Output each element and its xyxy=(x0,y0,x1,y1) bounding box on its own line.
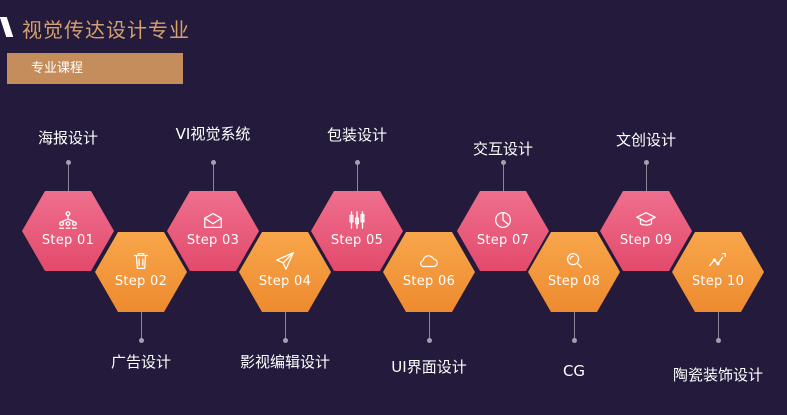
step-label: 广告设计 xyxy=(110,353,172,371)
step-label: VI视觉系统 xyxy=(175,125,251,143)
tab-label: 专业课程 xyxy=(31,61,84,76)
step-hexagon-5[interactable]: Step 05 xyxy=(311,191,403,271)
step-connector-dot xyxy=(501,160,506,165)
hexagon-shape xyxy=(528,232,620,312)
step-connector-line xyxy=(141,308,142,340)
step-connector-line xyxy=(646,162,647,195)
step-connector-line xyxy=(213,162,214,195)
step-connector-dot xyxy=(572,338,577,343)
search-icon xyxy=(566,253,582,269)
step-connector-line xyxy=(574,308,575,340)
graduation-cap-icon xyxy=(636,212,656,226)
step-label: CG xyxy=(562,362,586,380)
pie-chart-icon xyxy=(495,212,511,228)
trash-icon xyxy=(133,253,149,269)
step-label: 陶瓷装饰设计 xyxy=(672,366,764,384)
step-number: Step 10 xyxy=(691,274,745,289)
step-hexagon-9[interactable]: Step 09 xyxy=(600,191,692,271)
step-connector-line xyxy=(429,308,430,340)
paper-plane-icon xyxy=(276,252,294,270)
step-number: Step 08 xyxy=(547,274,601,289)
page-title: 视觉传达设计专业 xyxy=(22,18,190,42)
hexagon-shape xyxy=(672,232,764,312)
step-connector-line xyxy=(357,162,358,195)
step-label: 影视编辑设计 xyxy=(239,353,331,371)
step-hexagon-7[interactable]: Step 07 xyxy=(457,191,549,271)
step-hexagon-4[interactable]: Step 04 xyxy=(239,232,331,312)
cloud-icon xyxy=(420,255,438,268)
step-hexagon-1[interactable]: Step 01 xyxy=(22,191,114,271)
step-hexagon-10[interactable]: Step 10 xyxy=(672,232,764,312)
mail-open-icon xyxy=(204,212,222,228)
step-connector-line xyxy=(503,162,504,195)
step-number: Step 04 xyxy=(258,274,312,289)
step-number: Step 09 xyxy=(619,233,673,248)
step-connector-dot xyxy=(139,338,144,343)
step-label: 海报设计 xyxy=(37,129,99,147)
candlestick-chart-icon xyxy=(349,211,365,229)
trend-line-icon xyxy=(709,253,726,267)
step-connector-dot xyxy=(283,338,288,343)
step-label: 文创设计 xyxy=(615,131,677,149)
step-label: 包装设计 xyxy=(326,126,388,144)
step-connector-dot xyxy=(211,160,216,165)
step-connector-dot xyxy=(427,338,432,343)
step-number: Step 03 xyxy=(186,233,240,248)
step-hexagon-2[interactable]: Step 02 xyxy=(95,232,187,312)
step-number: Step 01 xyxy=(41,233,95,248)
step-label: 交互设计 xyxy=(472,140,534,158)
step-connector-line xyxy=(718,308,719,340)
hexagon-shape xyxy=(311,191,403,271)
step-number: Step 02 xyxy=(114,274,168,289)
tab-course[interactable]: 专业课程 xyxy=(7,53,183,84)
step-hexagon-6[interactable]: Step 06 xyxy=(383,232,475,312)
step-connector-line xyxy=(68,162,69,195)
step-connector-dot xyxy=(644,160,649,165)
step-connector-line xyxy=(285,308,286,340)
step-hexagon-8[interactable]: Step 08 xyxy=(528,232,620,312)
step-connector-dot xyxy=(355,160,360,165)
step-label: UI界面设计 xyxy=(391,358,467,376)
step-connector-dot xyxy=(66,160,71,165)
step-number: Step 07 xyxy=(476,233,530,248)
step-number: Step 06 xyxy=(402,274,456,289)
step-number: Step 05 xyxy=(330,233,384,248)
step-hexagon-3[interactable]: Step 03 xyxy=(167,191,259,271)
people-network-icon xyxy=(59,211,77,229)
hexagon-shape xyxy=(239,232,331,312)
hexagon-shape xyxy=(95,232,187,312)
hexagon-shape xyxy=(383,232,475,312)
step-connector-dot xyxy=(716,338,721,343)
